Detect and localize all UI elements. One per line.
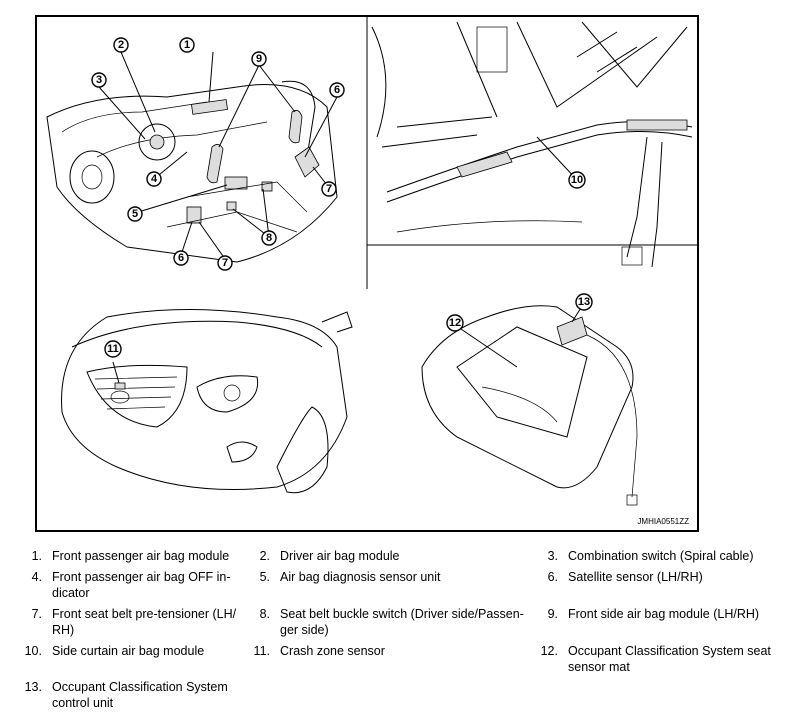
front-exterior-view — [61, 309, 353, 494]
callout-12: 12 — [446, 314, 464, 332]
callout-6: 6 — [329, 82, 345, 98]
legend-item-8: 8. Seat belt buckle switch (Driver side/… — [259, 607, 524, 637]
legend-item-4: 4. Front passenger air bag OFF in- dicat… — [31, 570, 231, 600]
callout-10: 10 — [568, 171, 586, 189]
roof-rail-view — [371, 21, 693, 268]
svg-text:11: 11 — [107, 343, 119, 355]
callout-9: 9 — [251, 51, 267, 67]
svg-text:6: 6 — [178, 252, 184, 264]
svg-text:7: 7 — [326, 183, 332, 195]
callout-2: 2 — [113, 37, 129, 53]
legend-item-12: 12. Occupant Classification System seat … — [540, 644, 771, 674]
callout-4: 4 — [146, 171, 162, 187]
callout-13: 13 — [575, 293, 593, 311]
callout-7-lower: 7 — [217, 255, 233, 271]
legend-item-13: 13. Occupant Classification System contr… — [24, 680, 228, 710]
svg-text:2: 2 — [118, 39, 124, 51]
svg-text:10: 10 — [571, 174, 583, 186]
callout-1: 1 — [179, 37, 195, 53]
callout-3: 3 — [91, 72, 107, 88]
legend-item-7: 7. Front seat belt pre-tensioner (LH/ RH… — [31, 607, 237, 637]
svg-text:12: 12 — [449, 317, 461, 329]
callout-5: 5 — [127, 206, 143, 222]
svg-text:1: 1 — [184, 39, 190, 51]
callout-11: 11 — [104, 340, 122, 358]
svg-text:6: 6 — [334, 84, 340, 96]
svg-text:4: 4 — [151, 173, 158, 185]
svg-text:3: 3 — [96, 74, 102, 86]
svg-text:13: 13 — [578, 296, 590, 308]
svg-text:9: 9 — [256, 53, 262, 65]
svg-text:8: 8 — [266, 232, 272, 244]
callout-8: 8 — [261, 230, 277, 246]
figure-drawing: 1 2 3 4 5 6 7 8 9 10 11 12 13 6 7 — [46, 17, 697, 506]
callout-7: 7 — [321, 181, 337, 197]
seat-sensor-mat-view — [421, 302, 638, 506]
figure-code: JMHIA0551ZZ — [637, 517, 689, 526]
callout-6-lower: 6 — [173, 250, 189, 266]
svg-text:7: 7 — [222, 257, 228, 269]
interior-view — [46, 51, 338, 263]
svg-text:5: 5 — [132, 208, 138, 220]
component-location-figure: 1 2 3 4 5 6 7 8 9 10 11 12 13 6 7 JMHIA0… — [35, 15, 699, 532]
